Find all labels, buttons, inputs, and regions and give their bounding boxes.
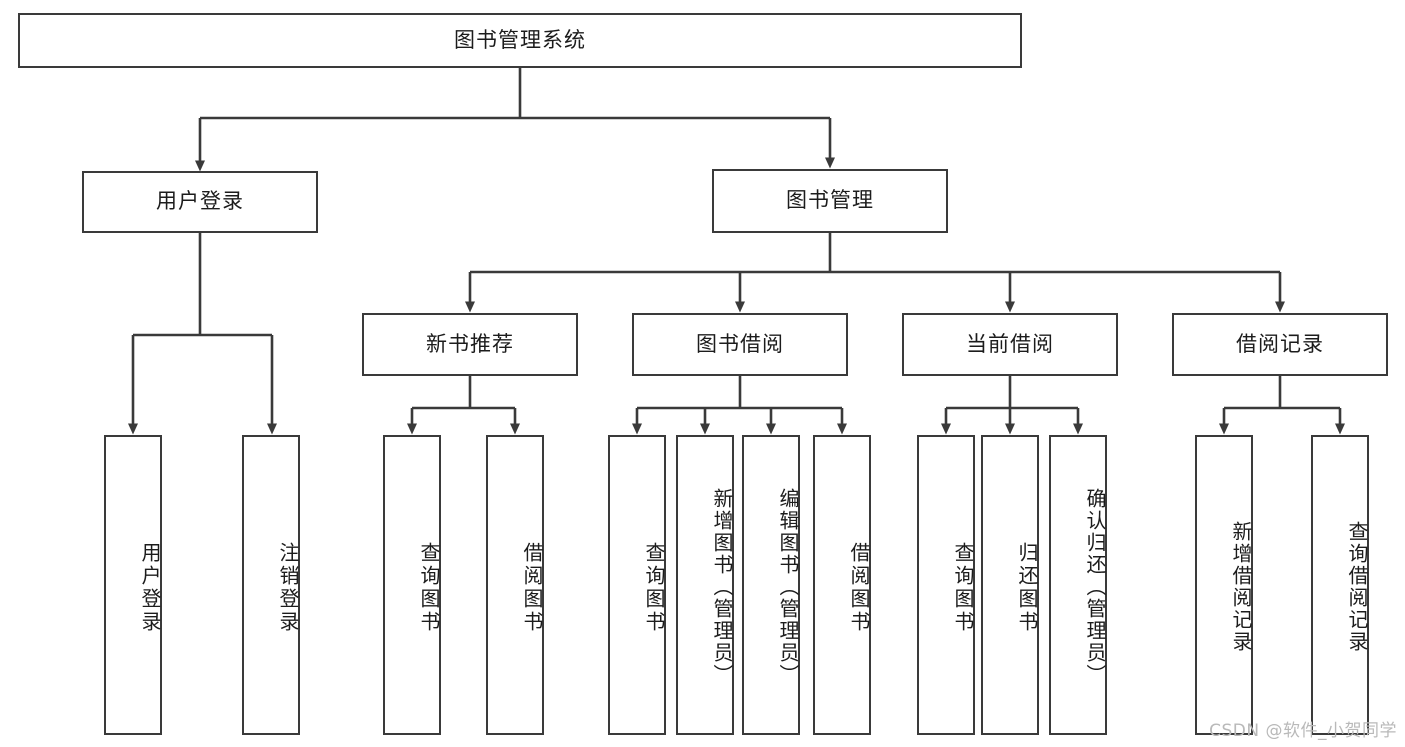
- node-borrow-record[interactable]: 借阅记录: [1172, 313, 1388, 376]
- leaf-book-borrow-borrow-book[interactable]: 借阅图书: [813, 435, 871, 735]
- node-user-login[interactable]: 用户登录: [82, 171, 318, 233]
- leaf-book-borrow-edit-book-admin[interactable]: 编辑图书（管理员）: [742, 435, 800, 735]
- node-book-borrow[interactable]: 图书借阅: [632, 313, 848, 376]
- leaf-book-borrow-add-book-admin[interactable]: 新增图书（管理员）: [676, 435, 734, 735]
- leaf-book-borrow-query-book[interactable]: 查询图书: [608, 435, 666, 735]
- leaf-new-book-query-book[interactable]: 查询图书: [383, 435, 441, 735]
- leaf-new-book-borrow-book[interactable]: 借阅图书: [486, 435, 544, 735]
- node-current-borrow[interactable]: 当前借阅: [902, 313, 1118, 376]
- csdn-watermark: CSDN @软件_小贺同学: [1209, 721, 1397, 741]
- leaf-borrow-record-query-record[interactable]: 查询借阅记录: [1311, 435, 1369, 735]
- node-new-book-recommend[interactable]: 新书推荐: [362, 313, 578, 376]
- leaf-user-login-login[interactable]: 用户登录: [104, 435, 162, 735]
- node-root-system[interactable]: 图书管理系统: [18, 13, 1022, 68]
- leaf-current-borrow-confirm-return-admin[interactable]: 确认归还（管理员）: [1049, 435, 1107, 735]
- leaf-current-borrow-return-book[interactable]: 归还图书: [981, 435, 1039, 735]
- leaf-current-borrow-query-book[interactable]: 查询图书: [917, 435, 975, 735]
- leaf-user-login-logout[interactable]: 注销登录: [242, 435, 300, 735]
- node-book-management[interactable]: 图书管理: [712, 169, 948, 233]
- leaf-borrow-record-add-record[interactable]: 新增借阅记录: [1195, 435, 1253, 735]
